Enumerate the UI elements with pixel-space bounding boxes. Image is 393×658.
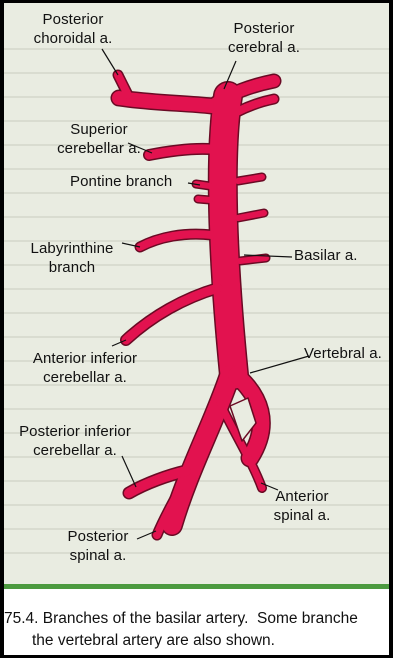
label-posterior-cerebral: Posterior cerebral a. (214, 19, 314, 57)
label-basilar: Basilar a. (294, 246, 358, 265)
label-posterior-inferior-cerebellar: Posterior inferior cerebellar a. (12, 422, 138, 460)
pontine-left-2 (198, 199, 210, 200)
leader-vertebral (250, 356, 309, 373)
label-labyrinthine-branch: Labyrinthine branch (20, 239, 124, 277)
figure-frame: Posterior choroidal a. Posterior cerebra… (4, 3, 389, 655)
pontine-right-1 (238, 177, 262, 181)
leader-pica (122, 456, 136, 487)
caption-line-1: 75.4. Branches of the basilar artery. So… (4, 610, 358, 628)
posterior-cerebral-left (119, 98, 212, 106)
caption-line-2: the vertebral artery are also shown. (32, 632, 275, 650)
label-pontine-branch: Pontine branch (70, 172, 172, 191)
label-posterior-spinal: Posterior spinal a. (58, 527, 138, 565)
vertebral-left (172, 375, 230, 525)
label-anterior-inferior-cerebellar: Anterior inferior cerebellar a. (25, 349, 145, 387)
aica (126, 288, 218, 340)
label-anterior-spinal: Anterior spinal a. (262, 487, 342, 525)
label-vertebral: Vertebral a. (304, 344, 382, 363)
leader-posterior-choroidal (102, 49, 118, 75)
basilar (223, 96, 234, 375)
right-branch (240, 258, 266, 261)
label-posterior-choroidal: Posterior choroidal a. (18, 10, 128, 48)
figure-caption: 75.4. Branches of the basilar artery. So… (4, 589, 389, 655)
label-superior-cerebellar: Superior cerebellar a. (49, 120, 149, 158)
